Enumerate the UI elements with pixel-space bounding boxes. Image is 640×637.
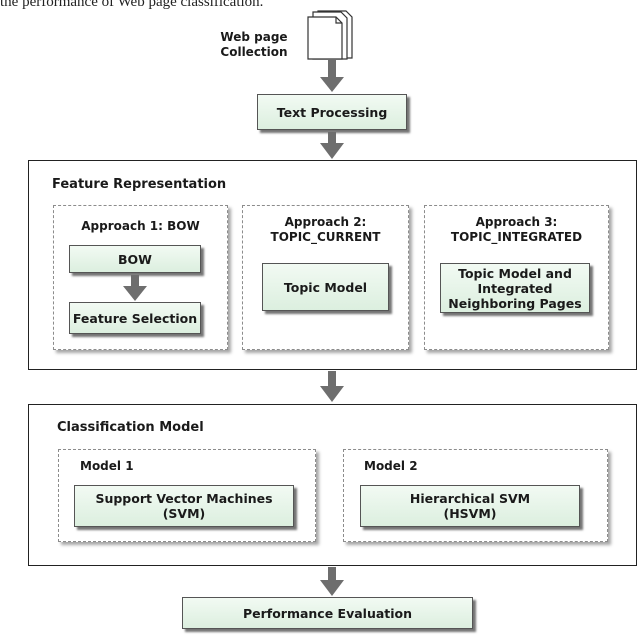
- model2-title: Model 2: [364, 459, 418, 473]
- approach2-title: Approach 2: TOPIC_CURRENT: [270, 215, 381, 244]
- feature-selection-box: Feature Selection: [69, 302, 201, 334]
- approach1-title: Approach 1: BOW: [81, 219, 200, 233]
- model1-title: Model 1: [80, 459, 134, 473]
- arrow-features-to-classification: [320, 371, 344, 402]
- topic-model-box: Topic Model: [262, 263, 389, 311]
- approach3-title: Approach 3: TOPIC_INTEGRATED: [450, 215, 583, 244]
- arrow-classification-to-evaluation: [320, 567, 344, 596]
- bow-box: BOW: [69, 245, 201, 273]
- hsvm-box: Hierarchical SVM (HSVM): [360, 485, 580, 527]
- arrow-text-to-features: [320, 132, 344, 159]
- text-processing-box: Text Processing: [257, 94, 407, 130]
- arrow-doc-to-text: [320, 60, 344, 92]
- svm-box: Support Vector Machines (SVM): [74, 485, 294, 527]
- document-stack-icon: [307, 10, 353, 60]
- performance-evaluation-box: Performance Evaluation: [182, 597, 473, 629]
- topic-model-integrated-box: Topic Model and Integrated Neighboring P…: [440, 263, 590, 313]
- arrow-bow-to-selection: [123, 275, 147, 301]
- classification-model-title: Classification Model: [57, 420, 204, 435]
- caption-text: the performance of Web page classificati…: [0, 0, 264, 10]
- input-label: Web page Collection: [220, 30, 288, 59]
- feature-representation-title: Feature Representation: [52, 177, 227, 192]
